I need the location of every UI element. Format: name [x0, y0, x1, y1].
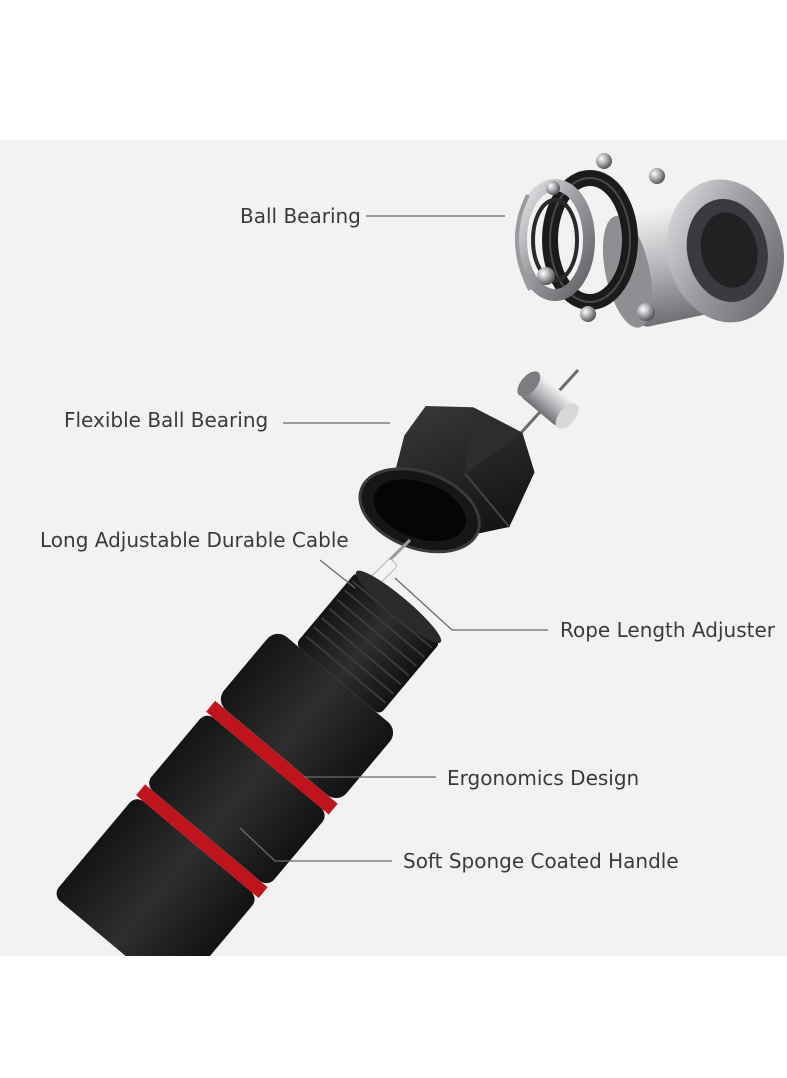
handle: [56, 570, 442, 994]
leader-lines: [239, 215, 548, 862]
black-end-cap: [358, 406, 535, 554]
label-rope-length-adjuster: Rope Length Adjuster: [560, 618, 775, 642]
label-long-adjustable-cable: Long Adjustable Durable Cable: [40, 528, 349, 552]
leader-long-cable: [319, 559, 356, 589]
leader-soft-sponge-handle: [239, 827, 392, 862]
label-ball-bearing: Ball Bearing: [240, 204, 361, 228]
label-soft-sponge-handle: Soft Sponge Coated Handle: [403, 849, 679, 873]
leader-rope-length-adjuster: [394, 577, 548, 631]
ball-bearing-assembly: [515, 153, 784, 328]
label-flexible-ball-bearing: Flexible Ball Bearing: [64, 408, 269, 432]
label-ergonomics-design: Ergonomics Design: [447, 766, 640, 790]
